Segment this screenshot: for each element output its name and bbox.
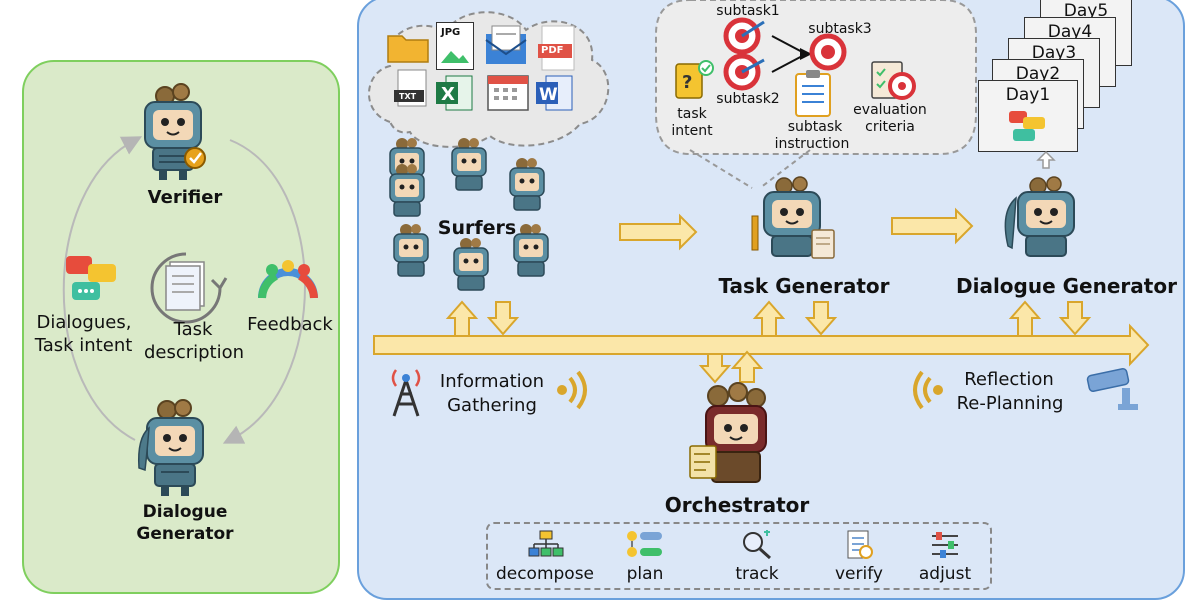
evaluation-criteria-icon — [871, 61, 916, 100]
tool-verify: verify — [824, 530, 894, 584]
orchestrator-up-bus-arrow — [730, 350, 764, 383]
subtask-instruction-line1: subtask — [787, 119, 843, 135]
magnifier-track-icon — [743, 530, 772, 560]
calendar-icon — [487, 75, 529, 111]
folder-icon — [387, 35, 429, 63]
security-camera-icon — [1086, 368, 1138, 410]
surfers-to-task-arrow — [619, 213, 698, 251]
day2-label: Day2 — [1015, 64, 1061, 84]
subtask1-label: subtask1 — [716, 3, 780, 19]
tool-track: track — [722, 530, 792, 584]
orchestrator-robot-icon — [689, 382, 767, 483]
email-icon — [485, 25, 527, 64]
verifier-label: Verifier — [147, 187, 223, 208]
dialogue-generator-main-label: Dialogue Generator — [956, 274, 1177, 298]
dialogue-generator-robot-icon — [137, 399, 204, 496]
reflection-line2: Re-Planning — [956, 393, 1064, 414]
dialogues-label-line2: Task intent — [34, 335, 133, 356]
reflection-line1: Reflection — [964, 369, 1054, 390]
task-generator-label: Task Generator — [718, 274, 890, 298]
subtask-instruction-line2: instruction — [774, 136, 850, 152]
surfers-label: Surfers — [437, 217, 517, 239]
chat-bubbles-icon — [66, 256, 116, 300]
signal-waves-left-icon — [913, 370, 943, 410]
bus-up-surfers-arrow — [445, 300, 479, 337]
task-intent-line2: intent — [671, 123, 713, 139]
orchestrator-tools-box — [486, 522, 992, 590]
pdf-file-icon — [538, 25, 575, 71]
task-intent-line1: task — [677, 106, 707, 122]
day4-label: Day4 — [1047, 22, 1093, 42]
pdf-badge: PDF — [541, 45, 564, 56]
day-up-arrow-icon — [1036, 150, 1056, 169]
dialogue-generator-main-robot-icon — [1004, 176, 1075, 257]
tool-track-label: track — [735, 564, 779, 584]
clipboard-instruction-icon — [795, 70, 831, 117]
sliders-adjust-icon — [932, 532, 958, 558]
dialogue-down-bus-arrow — [1058, 301, 1092, 336]
bus-up-task-arrow — [752, 300, 786, 337]
task-intent-icon: ? — [675, 60, 714, 99]
word-icon: W — [536, 75, 573, 111]
tool-adjust-label: adjust — [918, 564, 972, 584]
tool-plan: plan — [610, 530, 680, 584]
tool-verify-label: verify — [835, 564, 883, 584]
evaluation-criteria-line1: evaluation — [853, 102, 927, 118]
tool-decompose-label: decompose — [495, 564, 595, 584]
dialogues-label-line1: Dialogues, — [36, 312, 132, 333]
surfers-down-bus-arrow — [486, 301, 520, 336]
tool-adjust: adjust — [910, 530, 980, 584]
signal-waves-right-icon — [557, 370, 587, 410]
tool-decompose: decompose — [492, 530, 598, 584]
hierarchy-icon — [528, 530, 564, 557]
surfer-robots-group-icon — [389, 137, 549, 291]
dialogue-generator-label-line1: Dialogue — [142, 502, 228, 522]
svg-text:X: X — [441, 84, 455, 105]
antenna-tower-icon — [391, 369, 421, 417]
day1-chat-icon — [1009, 111, 1045, 141]
bus-down-orchestrator-arrow — [698, 353, 732, 384]
task-down-bus-arrow — [804, 301, 838, 336]
verify-checklist-icon — [847, 530, 873, 559]
day1-label: Day1 — [1005, 85, 1051, 105]
subtask3-label: subtask3 — [808, 21, 872, 37]
subtask2-label: subtask2 — [716, 91, 780, 107]
task-to-dialogue-arrow — [891, 207, 974, 245]
verifier-robot-icon — [144, 83, 206, 180]
info-gathering-line2: Gathering — [447, 395, 537, 416]
feedback-gauge-icon — [258, 260, 318, 299]
plan-flow-icon — [627, 531, 662, 557]
task-document-cycle-icon — [150, 252, 228, 324]
task-description-line2: description — [143, 342, 245, 363]
subtask-targets-icon — [723, 17, 847, 91]
excel-icon: X — [436, 75, 473, 111]
dialogue-generator-label-line2: Generator — [136, 524, 234, 544]
bus-up-dialogue-arrow — [1008, 300, 1042, 337]
jpg-file-icon: JPG — [436, 22, 474, 70]
info-gathering-line1: Information — [439, 371, 545, 392]
svg-text:W: W — [539, 85, 558, 105]
day5-label: Day5 — [1063, 1, 1109, 21]
txt-badge: TXT — [399, 92, 417, 101]
bubble-tail-lines — [689, 149, 811, 189]
day1-page: Day1 — [978, 80, 1078, 152]
task-description-line1: Task — [173, 319, 213, 340]
day3-label: Day3 — [1031, 43, 1077, 63]
orchestrator-label: Orchestrator — [664, 493, 810, 517]
main-bus-arrow — [373, 323, 1150, 367]
task-generator-robot-icon — [751, 176, 835, 259]
feedback-label: Feedback — [247, 314, 333, 335]
evaluation-criteria-line2: criteria — [865, 119, 915, 135]
svg-text:?: ? — [682, 72, 692, 93]
txt-file-icon — [394, 69, 427, 107]
tool-plan-label: plan — [626, 564, 664, 584]
